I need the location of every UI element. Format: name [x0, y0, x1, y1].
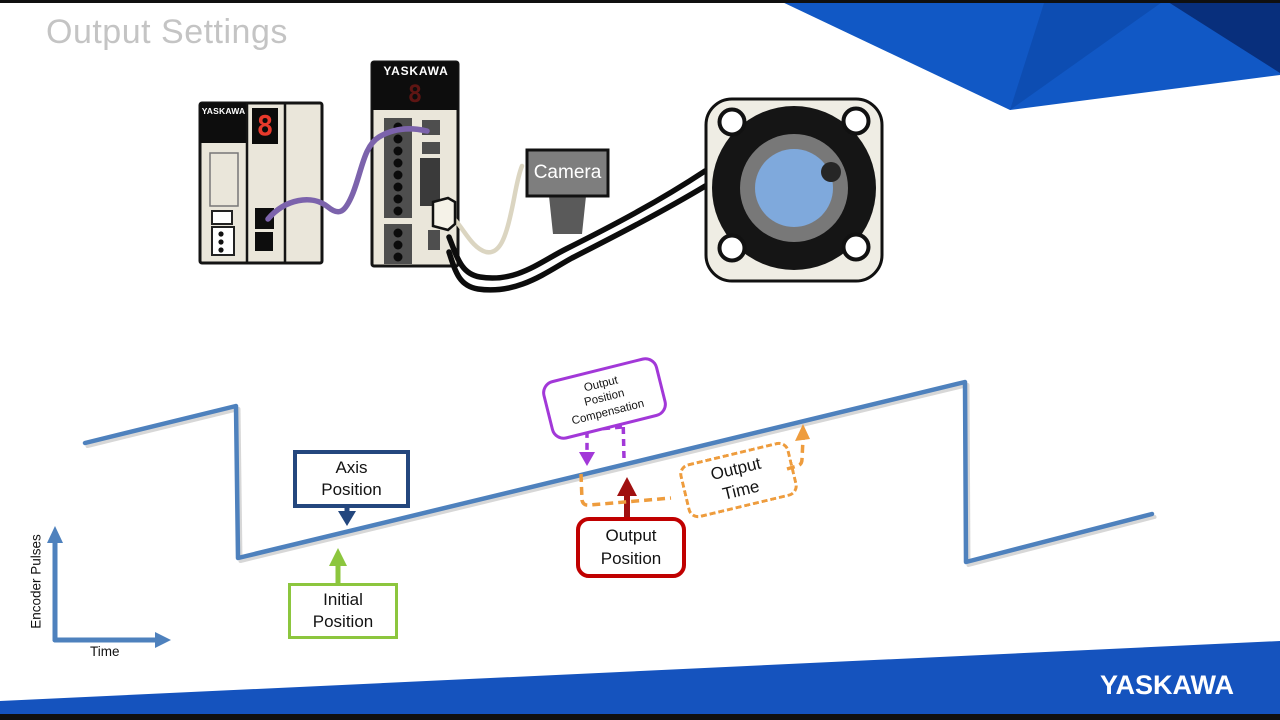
plc-port	[255, 232, 273, 251]
corner-ribbon	[778, 0, 1280, 110]
x-axis-label: Time	[90, 644, 120, 659]
corner-ribbon-dark-facet	[1165, 0, 1280, 73]
initial-position-arrow	[329, 548, 347, 585]
plc-slot	[211, 210, 233, 225]
motor-cable	[446, 182, 710, 293]
camera-head	[525, 148, 610, 198]
servo-motor	[704, 97, 884, 283]
y-axis-arrowhead	[47, 526, 63, 543]
servo-header	[372, 62, 458, 110]
plc-door-outline	[209, 152, 239, 207]
camera-label: Camera	[533, 162, 602, 183]
plc-connector-pin	[218, 247, 224, 253]
corner-ribbon-facet	[1010, 0, 1165, 110]
output-position-arrow	[617, 477, 637, 519]
footer-logo: YASKAWA	[1100, 670, 1235, 700]
plc-header	[200, 103, 247, 143]
output-compensation-connector	[579, 414, 626, 466]
callout-line: Initial	[323, 589, 363, 609]
callout-line: Output	[605, 526, 657, 546]
servo-port	[420, 158, 440, 206]
plc-port	[255, 208, 274, 229]
camera-device	[525, 148, 610, 234]
plc-controller	[198, 101, 324, 265]
motor-cable	[446, 168, 708, 281]
plc-connector-pin	[218, 231, 224, 237]
motor-shaft	[755, 149, 833, 227]
control-cable	[265, 126, 430, 222]
encoder-cable	[441, 163, 525, 255]
page-title: Output Settings	[46, 13, 288, 51]
servo-dsub-connector	[431, 196, 457, 232]
callout-line: Position	[321, 480, 382, 499]
footer-bar	[0, 641, 1280, 714]
servo-brand-label: YASKAWA	[383, 64, 449, 78]
y-axis-label: Encoder Pulses	[28, 534, 44, 629]
plc-connector-pin	[218, 239, 224, 245]
servo-terminal-dots	[393, 228, 403, 262]
top-letterbox-strip	[0, 0, 1280, 3]
motor-keyway-notch	[821, 162, 841, 182]
initial-position-callout: Initial Position	[288, 583, 398, 639]
motor-bolt-holes	[717, 106, 871, 263]
callout-line: Position	[312, 612, 374, 631]
chart-axes	[47, 526, 171, 648]
camera-stand	[549, 196, 586, 234]
plc-seven-segment-display: 8	[252, 108, 278, 144]
sawtooth-shadow	[85, 383, 1157, 567]
x-axis-arrowhead	[155, 632, 171, 648]
output-time-connector	[579, 424, 810, 507]
callout-line: Axis	[335, 457, 368, 477]
bottom-letterbox-strip	[0, 714, 1280, 720]
callout-line: Position	[600, 548, 662, 568]
sawtooth-shadow-line	[85, 383, 1157, 567]
axis-position-callout: Axis Position	[293, 450, 410, 508]
output-position-callout: Output Position	[576, 517, 686, 578]
plc-brand-label: YASKAWA	[201, 106, 246, 116]
sawtooth-line	[82, 379, 1155, 565]
servo-port	[422, 142, 440, 154]
servo-seven-segment-display: 8	[407, 80, 423, 108]
servo-port	[428, 230, 440, 250]
